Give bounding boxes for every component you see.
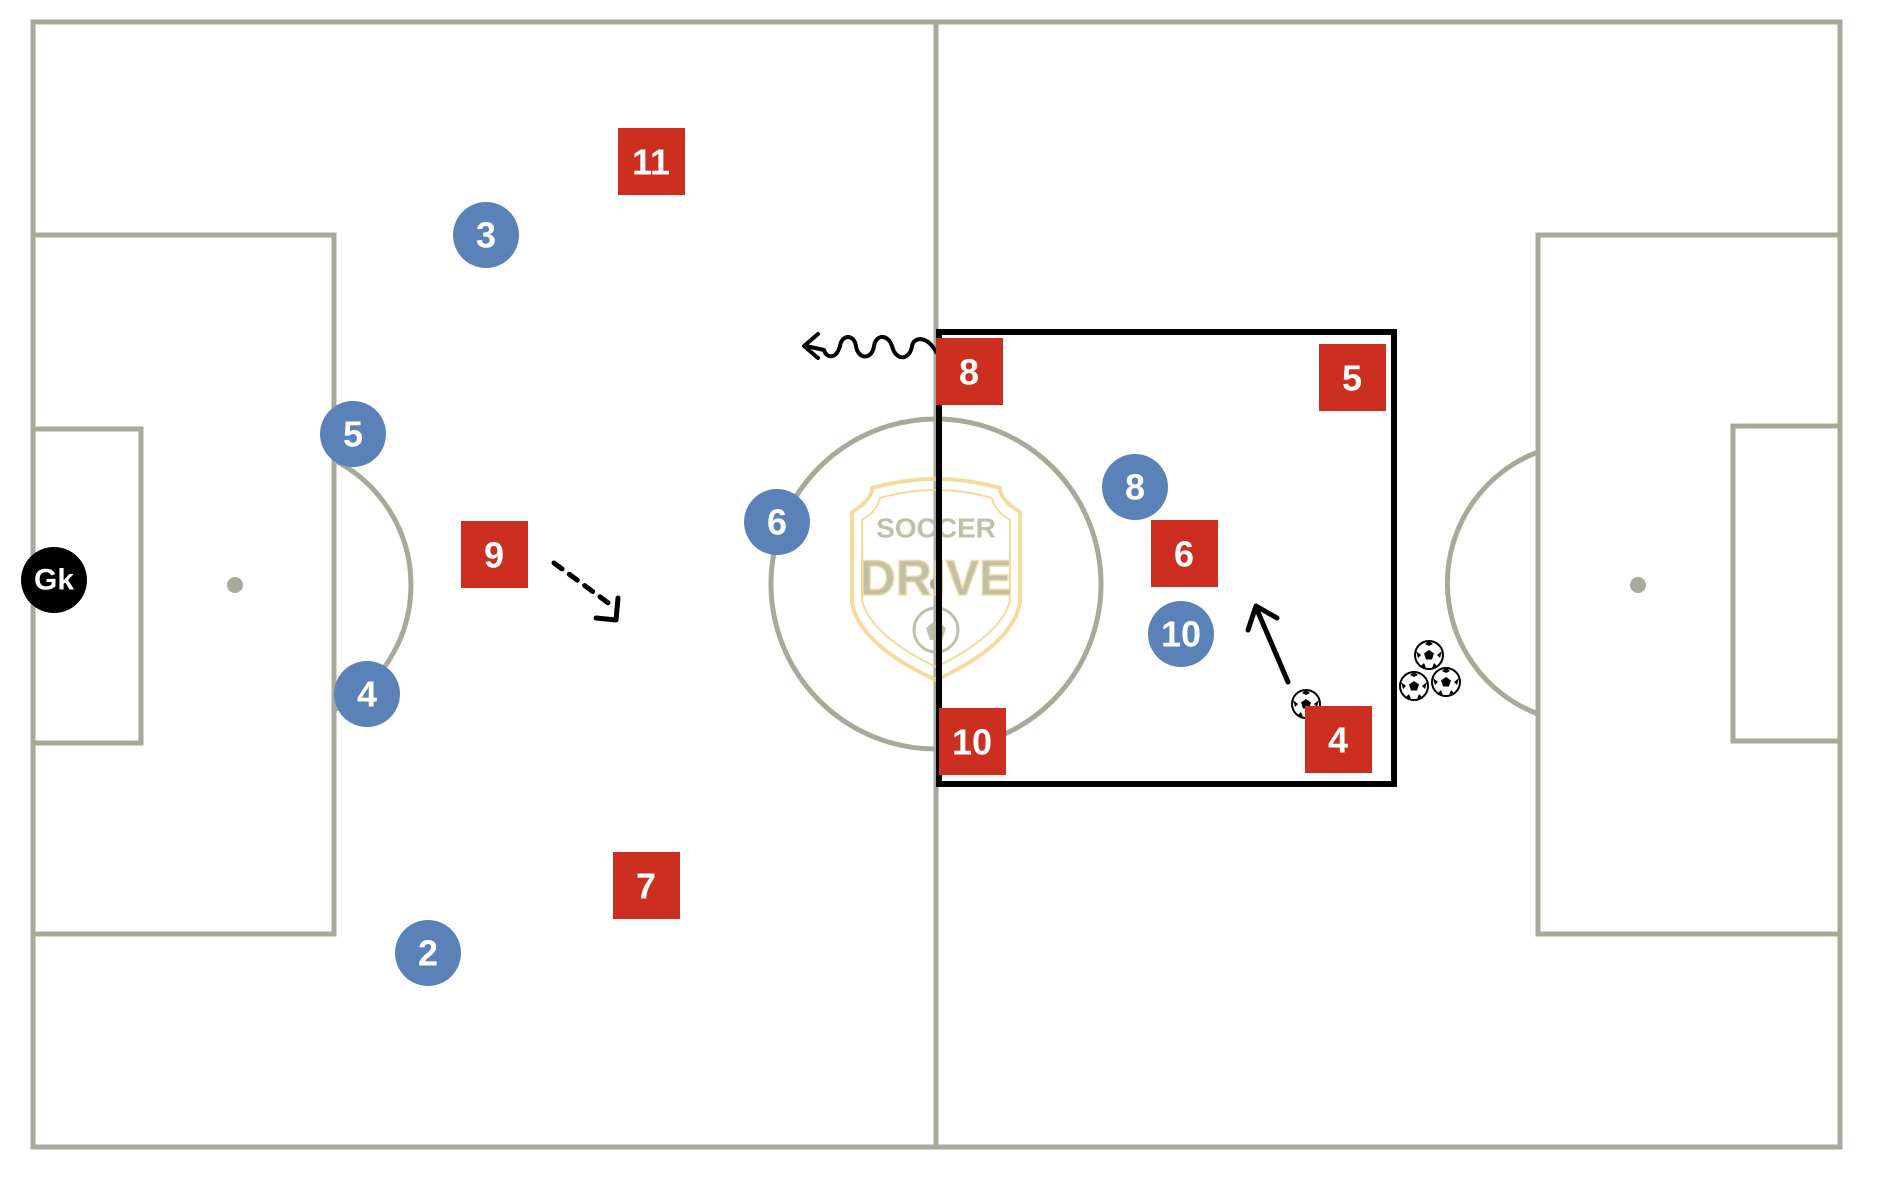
red-player-label: 6 [1174,534,1194,575]
right-penalty-arc [1444,449,1539,717]
red-player-10[interactable]: 10 [939,708,1006,775]
red-player-4[interactable]: 4 [1305,706,1372,773]
goalkeeper-marker[interactable]: Gk [21,547,87,613]
goalkeeper-label: Gk [34,564,74,597]
red-player-9[interactable]: 9 [461,521,528,588]
pass-arrow-icon [1245,603,1291,685]
drill-zone [936,329,1397,787]
blue-player-label: 6 [767,502,787,543]
blue-player-6[interactable]: 6 [744,489,810,555]
soccer-ball-icon [1414,640,1444,670]
red-player-5[interactable]: 5 [1319,344,1386,411]
blue-player-10[interactable]: 10 [1148,601,1214,667]
left-penalty-spot [227,577,243,593]
red-player-8[interactable]: 8 [936,338,1003,405]
red-player-label: 11 [632,142,670,183]
blue-player-3[interactable]: 3 [453,202,519,268]
blue-player-label: 10 [1161,614,1201,655]
red-player-label: 4 [1328,720,1348,761]
dribble-arrow-icon [802,332,938,360]
soccer-ball-icon [1399,671,1429,701]
soccer-ball-icon [1431,667,1461,697]
blue-player-5[interactable]: 5 [320,401,386,467]
blue-player-2[interactable]: 2 [395,920,461,986]
right-penalty-area [1535,232,1843,937]
red-player-label: 9 [484,535,504,576]
blue-player-label: 5 [343,414,363,455]
red-player-label: 7 [636,866,656,907]
red-player-6[interactable]: 6 [1151,520,1218,587]
blue-player-label: 8 [1125,467,1145,508]
run-arrow-icon [551,560,614,608]
right-penalty-spot [1630,577,1646,593]
run-arrow-head [593,595,621,623]
red-player-11[interactable]: 11 [618,128,685,195]
right-goal-area [1730,423,1843,744]
red-player-label: 5 [1342,358,1362,399]
red-player-7[interactable]: 7 [613,852,680,919]
red-player-label: 10 [952,722,992,763]
blue-player-4[interactable]: 4 [334,661,400,727]
red-player-label: 8 [959,352,979,393]
blue-player-label: 4 [357,674,377,715]
blue-player-label: 3 [476,215,496,256]
blue-player-8[interactable]: 8 [1102,454,1168,520]
blue-player-label: 2 [418,933,438,974]
